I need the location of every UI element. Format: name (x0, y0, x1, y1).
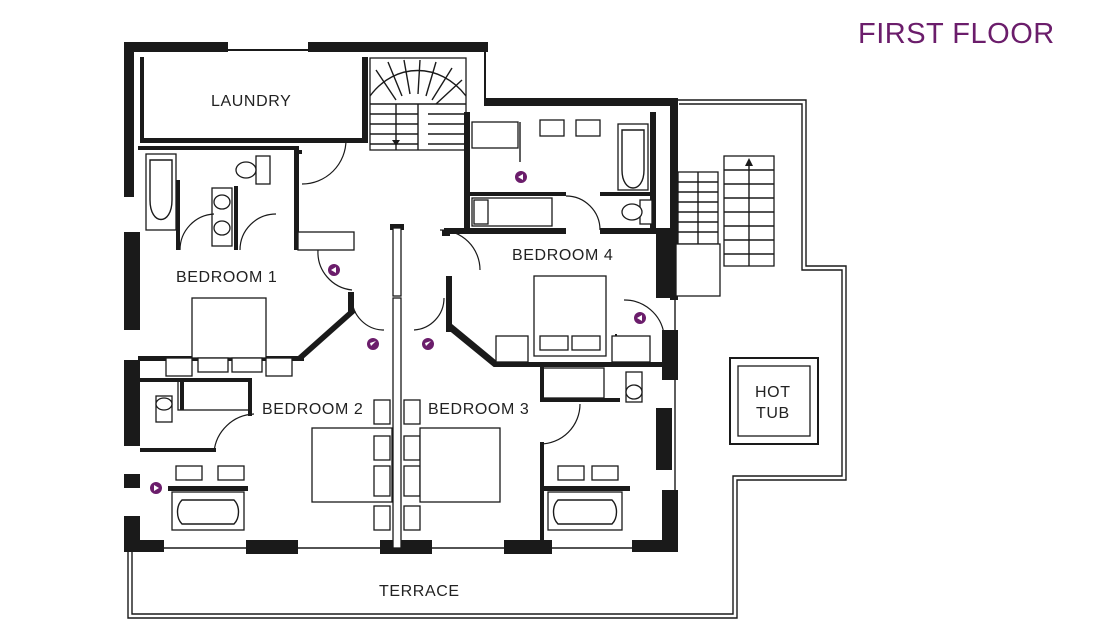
bedroom2-label: BEDROOM 2 (262, 401, 363, 418)
eye-view-icon (150, 482, 162, 494)
eye-view-icon (422, 338, 434, 350)
eye-view-icon (367, 338, 379, 350)
laundry-room: LAUNDRY (140, 57, 368, 143)
bedroom3-label: BEDROOM 3 (428, 401, 529, 418)
bedroom4-label: BEDROOM 4 (512, 247, 613, 264)
hot-tub-label-line2: TUB (756, 405, 790, 422)
main-stair (369, 57, 467, 151)
laundry-label: LAUNDRY (211, 93, 291, 110)
bedroom1: BEDROOM 1 (138, 269, 356, 377)
hot-tub: HOT TUB (729, 357, 819, 445)
bedroom4: BEDROOM 4 (446, 228, 676, 367)
bedroom1-label: BEDROOM 1 (176, 269, 277, 286)
view-markers (150, 171, 646, 494)
bedroom3: BEDROOM 3 (403, 366, 643, 542)
side-stair (675, 155, 775, 297)
bedroom1-ensuite (138, 146, 355, 251)
eye-view-icon (328, 264, 340, 276)
bedroom2: BEDROOM 2 (140, 378, 393, 531)
floor-title: FIRST FLOOR (858, 18, 1055, 50)
terrace-label: TERRACE (379, 583, 460, 600)
landing (296, 139, 481, 549)
eye-view-icon (515, 171, 527, 183)
hot-tub-label-line1: HOT (755, 384, 791, 401)
eye-view-icon (634, 312, 646, 324)
bedroom4-ensuite (444, 112, 656, 234)
